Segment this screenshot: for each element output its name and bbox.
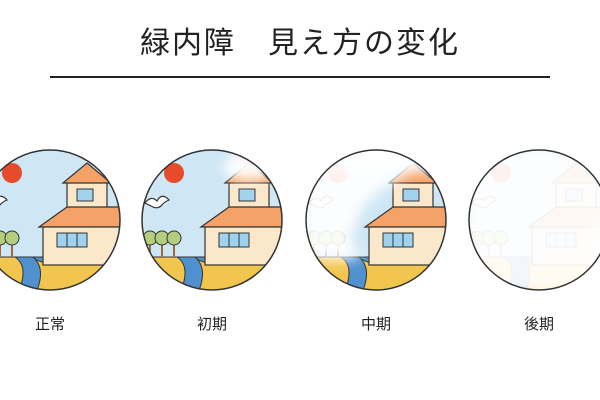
sun-icon: [164, 163, 184, 183]
stage-label: 正常: [34, 315, 65, 333]
tree-icon: [142, 230, 182, 257]
house-icon: [37, 162, 120, 266]
view-frame: [0, 149, 121, 291]
stage-label: 中期: [360, 315, 391, 333]
eye-view-circle: [305, 149, 447, 291]
tree-icon: [0, 230, 20, 257]
sun-icon: [2, 163, 22, 183]
view-frame: [141, 149, 283, 291]
view-frame: [305, 149, 447, 291]
view-frame: [468, 149, 600, 291]
title-divider: [50, 76, 550, 78]
eye-view-circle: [141, 149, 283, 291]
house-icon: [363, 162, 446, 266]
page-title: 緑内障 見え方の変化: [140, 26, 460, 61]
stage-label: 後期: [523, 315, 554, 333]
vision-fog: [306, 150, 446, 261]
vision-fog: [469, 150, 600, 290]
house-icon: [199, 162, 282, 266]
bird-icon: [0, 195, 9, 209]
eye-view-circle: [468, 149, 600, 291]
eye-view-circle: [0, 149, 121, 291]
bird-icon: [144, 195, 171, 209]
stage-label: 初期: [196, 315, 227, 333]
